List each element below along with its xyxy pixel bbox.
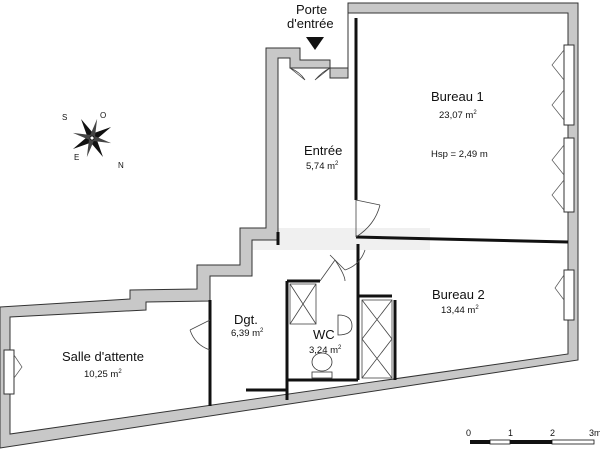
- room-name-bureau-2: Bureau 2: [432, 287, 485, 302]
- scale-tick-0: 0: [466, 428, 471, 438]
- scale-bar: [470, 439, 595, 445]
- scale-tick-1: 1: [508, 428, 513, 438]
- room-name-wc: WC: [313, 327, 335, 342]
- compass-label-e: E: [74, 153, 79, 162]
- entrance-arrow-icon: [306, 37, 324, 50]
- room-area-dgt: 6,39 m2: [231, 328, 264, 339]
- room-note-bureau-1: Hsp = 2,49 m: [431, 149, 488, 160]
- closets: [289, 283, 393, 379]
- compass-label-o: O: [100, 111, 106, 120]
- compass-label-s: S: [62, 113, 67, 122]
- scale-tick-2: 2: [550, 428, 555, 438]
- window-leaves: [13, 49, 565, 379]
- room-area-wc: 3,24 m2: [309, 345, 342, 356]
- toilet: [311, 352, 333, 372]
- compass-label-n: N: [118, 161, 124, 170]
- wc-door: [319, 259, 346, 282]
- entrance-label-line2: d'entrée: [287, 16, 334, 31]
- entree-door: [355, 199, 381, 238]
- hall-door: [329, 249, 366, 271]
- room-name-salle-d-attente: Salle d'attente: [62, 349, 144, 364]
- room-area-bureau-2: 13,44 m2: [441, 305, 479, 316]
- watermark: [240, 228, 430, 250]
- interior-walls: [208, 18, 569, 406]
- room-name-entree: Entrée: [304, 143, 343, 158]
- sink: [337, 314, 353, 336]
- entrance-door: [289, 67, 331, 81]
- outer-walls: [0, 2, 579, 449]
- room-area-bureau-1: 23,07 m2: [439, 110, 477, 121]
- room-name-dgt: Dgt.: [234, 312, 258, 327]
- room-area-entree: 5,74 m2: [306, 161, 339, 172]
- sanitary: [311, 314, 353, 379]
- doors: [189, 67, 381, 351]
- compass-rose-icon: [72, 118, 112, 158]
- entrance-label-line1: Porte: [296, 2, 328, 17]
- windows: [3, 44, 575, 395]
- room-area-salle-d-attente: 10,25 m2: [84, 369, 122, 380]
- scale-tick-3: 3m: [589, 428, 600, 438]
- room-name-bureau-1: Bureau 1: [431, 89, 484, 104]
- dgt-door: [189, 319, 211, 351]
